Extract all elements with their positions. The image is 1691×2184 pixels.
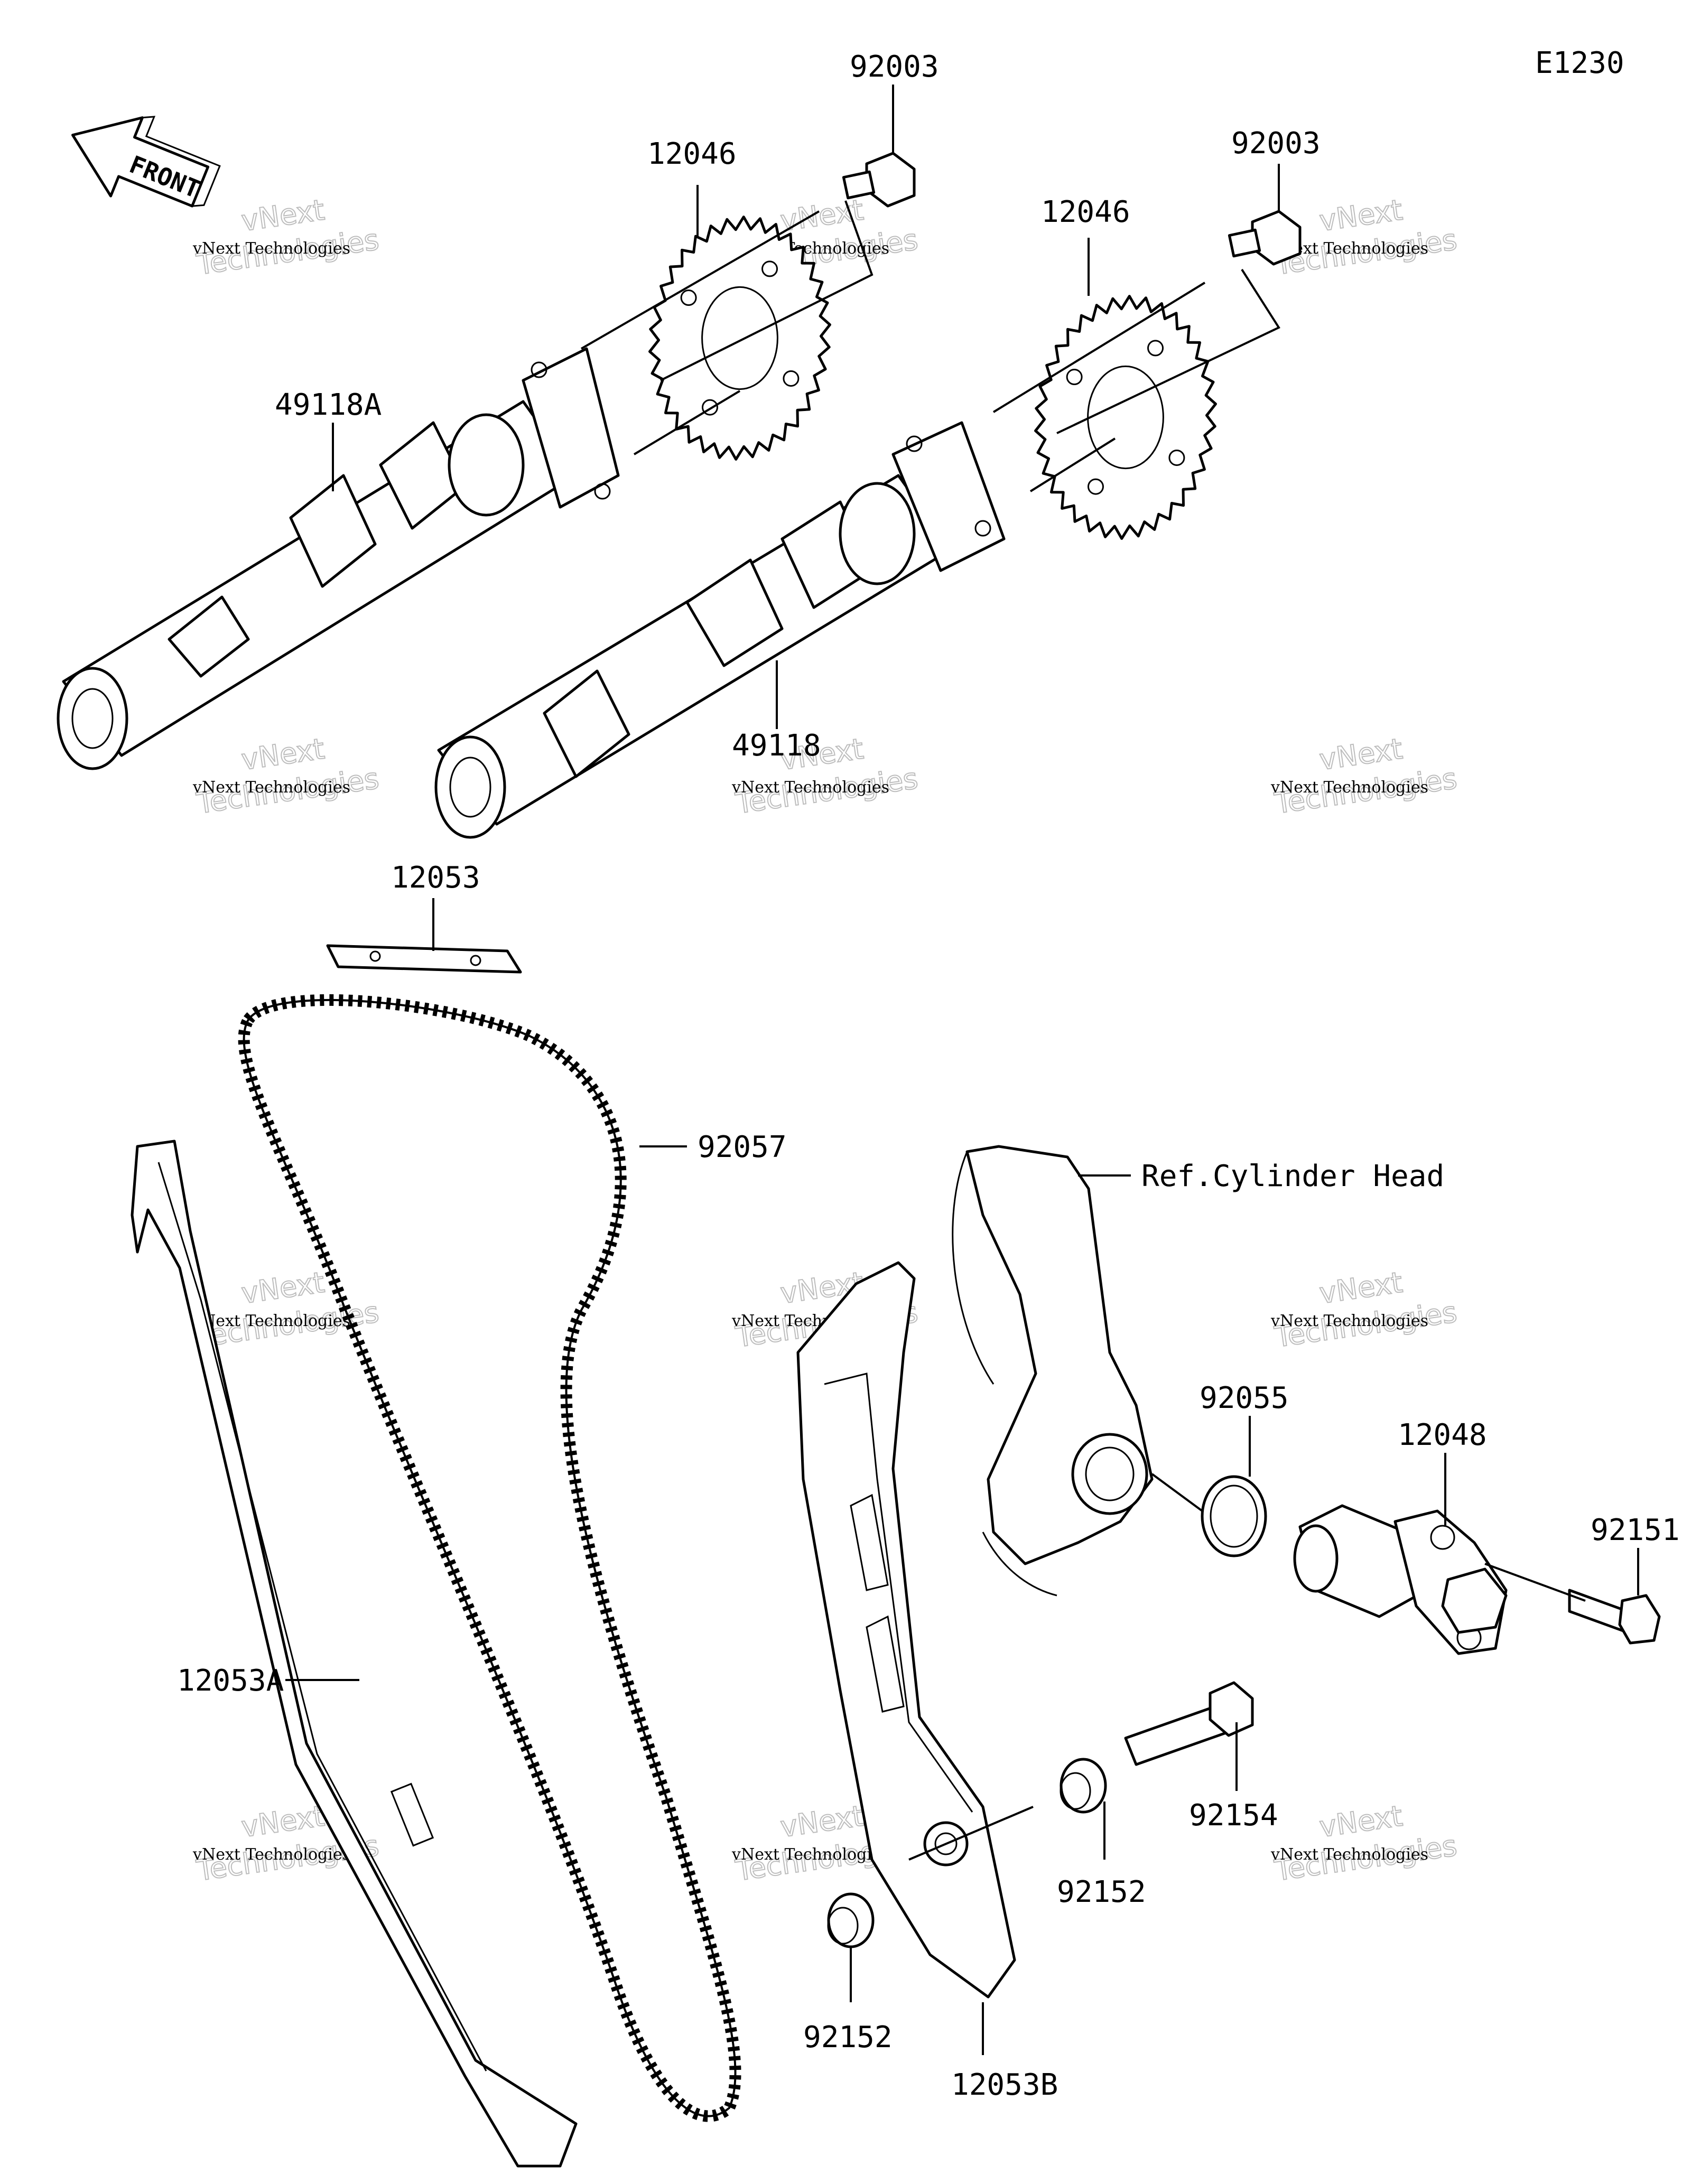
label-49118A[interactable]: 49118A bbox=[275, 388, 382, 422]
sprocket-bolt-hole bbox=[680, 290, 697, 306]
chain-guide-12053A[interactable] bbox=[131, 1140, 578, 2168]
chain-guide-12053B[interactable] bbox=[796, 1261, 1016, 1999]
cylinder-head-reference bbox=[952, 1145, 1154, 1597]
watermark-overlay-text: vNext bbox=[778, 193, 866, 238]
watermark-overlay-text: vNext bbox=[1317, 732, 1405, 777]
label-92151[interactable]: 92151 bbox=[1591, 1513, 1680, 1547]
label-92003-front[interactable]: 92003 bbox=[1231, 126, 1321, 161]
watermark-small-text: vNext Technologies bbox=[731, 778, 889, 797]
label-92057[interactable]: 92057 bbox=[698, 1130, 787, 1164]
sprocket-hub bbox=[701, 286, 778, 390]
part-labels: 92003 92003 12046 12046 49118A 49118 120… bbox=[177, 50, 1680, 2102]
sprocket-bolt-hole bbox=[783, 370, 800, 387]
watermark-small-text: vNext Technologies bbox=[192, 1845, 350, 1864]
bolt-92003-rear[interactable] bbox=[842, 152, 916, 208]
sprocket-bolt-hole bbox=[701, 399, 718, 416]
front-arrow-icon: FRONT bbox=[71, 116, 221, 208]
sprocket-bolt-hole bbox=[1168, 449, 1185, 466]
o-ring-92055[interactable] bbox=[1201, 1475, 1267, 1557]
bolt-92154[interactable] bbox=[1124, 1681, 1254, 1766]
collar-92152-lower[interactable] bbox=[827, 1892, 875, 1948]
collar-92152-upper[interactable] bbox=[1060, 1758, 1107, 1814]
label-92055[interactable]: 92055 bbox=[1200, 1381, 1289, 1415]
watermark-small-text: vNext Technologies bbox=[192, 778, 350, 797]
sprocket-teeth bbox=[648, 216, 831, 461]
watermark-overlay-text: vNext bbox=[1317, 1266, 1405, 1310]
camshaft-49118A[interactable] bbox=[57, 347, 620, 770]
timing-chain-92057[interactable] bbox=[238, 994, 741, 2122]
label-92152-lower[interactable]: 92152 bbox=[803, 2020, 893, 2055]
label-12053A[interactable]: 12053A bbox=[177, 1664, 284, 1698]
bolt-92003-front[interactable] bbox=[1228, 210, 1302, 266]
chain-guide-12053[interactable] bbox=[326, 944, 522, 974]
sprocket-12046-front[interactable] bbox=[1034, 295, 1217, 540]
leader-lines bbox=[285, 85, 1639, 2055]
camshaft-49118[interactable] bbox=[434, 421, 1006, 839]
watermark-small-text: vNext Technologies bbox=[1270, 1845, 1428, 1864]
watermark-small-text: vNext Technologies bbox=[1270, 1312, 1428, 1330]
label-49118[interactable]: 49118 bbox=[732, 729, 821, 763]
watermark-small-text: vNext Technologies bbox=[731, 1845, 889, 1864]
label-12053B[interactable]: 12053B bbox=[951, 2068, 1058, 2102]
watermark-small-text: vNext Technologies bbox=[1270, 778, 1428, 797]
watermark-small-text: vNext Technologies bbox=[192, 1312, 350, 1330]
sprocket-12046-rear[interactable] bbox=[648, 216, 831, 461]
ref-cylinder-head-label: Ref.Cylinder Head bbox=[1141, 1159, 1444, 1193]
bolt-92151[interactable] bbox=[1568, 1589, 1661, 1645]
watermark-overlay-text: vNext bbox=[778, 1799, 866, 1844]
sprocket-bolt-hole bbox=[1087, 478, 1104, 495]
sprocket-bolt-hole bbox=[1147, 340, 1164, 357]
label-92003-rear[interactable]: 92003 bbox=[850, 50, 939, 84]
label-12046-front[interactable]: 12046 bbox=[1041, 195, 1130, 229]
watermark-overlay-text: vNext bbox=[1317, 1799, 1405, 1844]
watermark-overlay-text: vNext bbox=[239, 1799, 327, 1844]
diagram-code: E1230 bbox=[1535, 46, 1624, 80]
sprocket-teeth bbox=[1034, 295, 1217, 540]
tensioner-12048[interactable] bbox=[1293, 1504, 1508, 1655]
watermark-overlay-text: vNext bbox=[1317, 193, 1405, 238]
sprocket-bolt-hole bbox=[761, 260, 778, 277]
sprocket-bolt-hole bbox=[1066, 369, 1083, 386]
label-12053[interactable]: 12053 bbox=[391, 861, 480, 895]
watermark-overlay-text: vNext bbox=[239, 1266, 327, 1310]
label-92154[interactable]: 92154 bbox=[1189, 1798, 1278, 1833]
label-12046-rear[interactable]: 12046 bbox=[647, 137, 737, 171]
label-92152-upper[interactable]: 92152 bbox=[1057, 1875, 1146, 1909]
label-12048[interactable]: 12048 bbox=[1398, 1418, 1487, 1452]
watermark-small-text: vNext Technologies bbox=[192, 239, 350, 258]
watermark-overlay-text: vNext bbox=[239, 193, 327, 238]
watermark-overlay-text: vNext bbox=[239, 732, 327, 777]
